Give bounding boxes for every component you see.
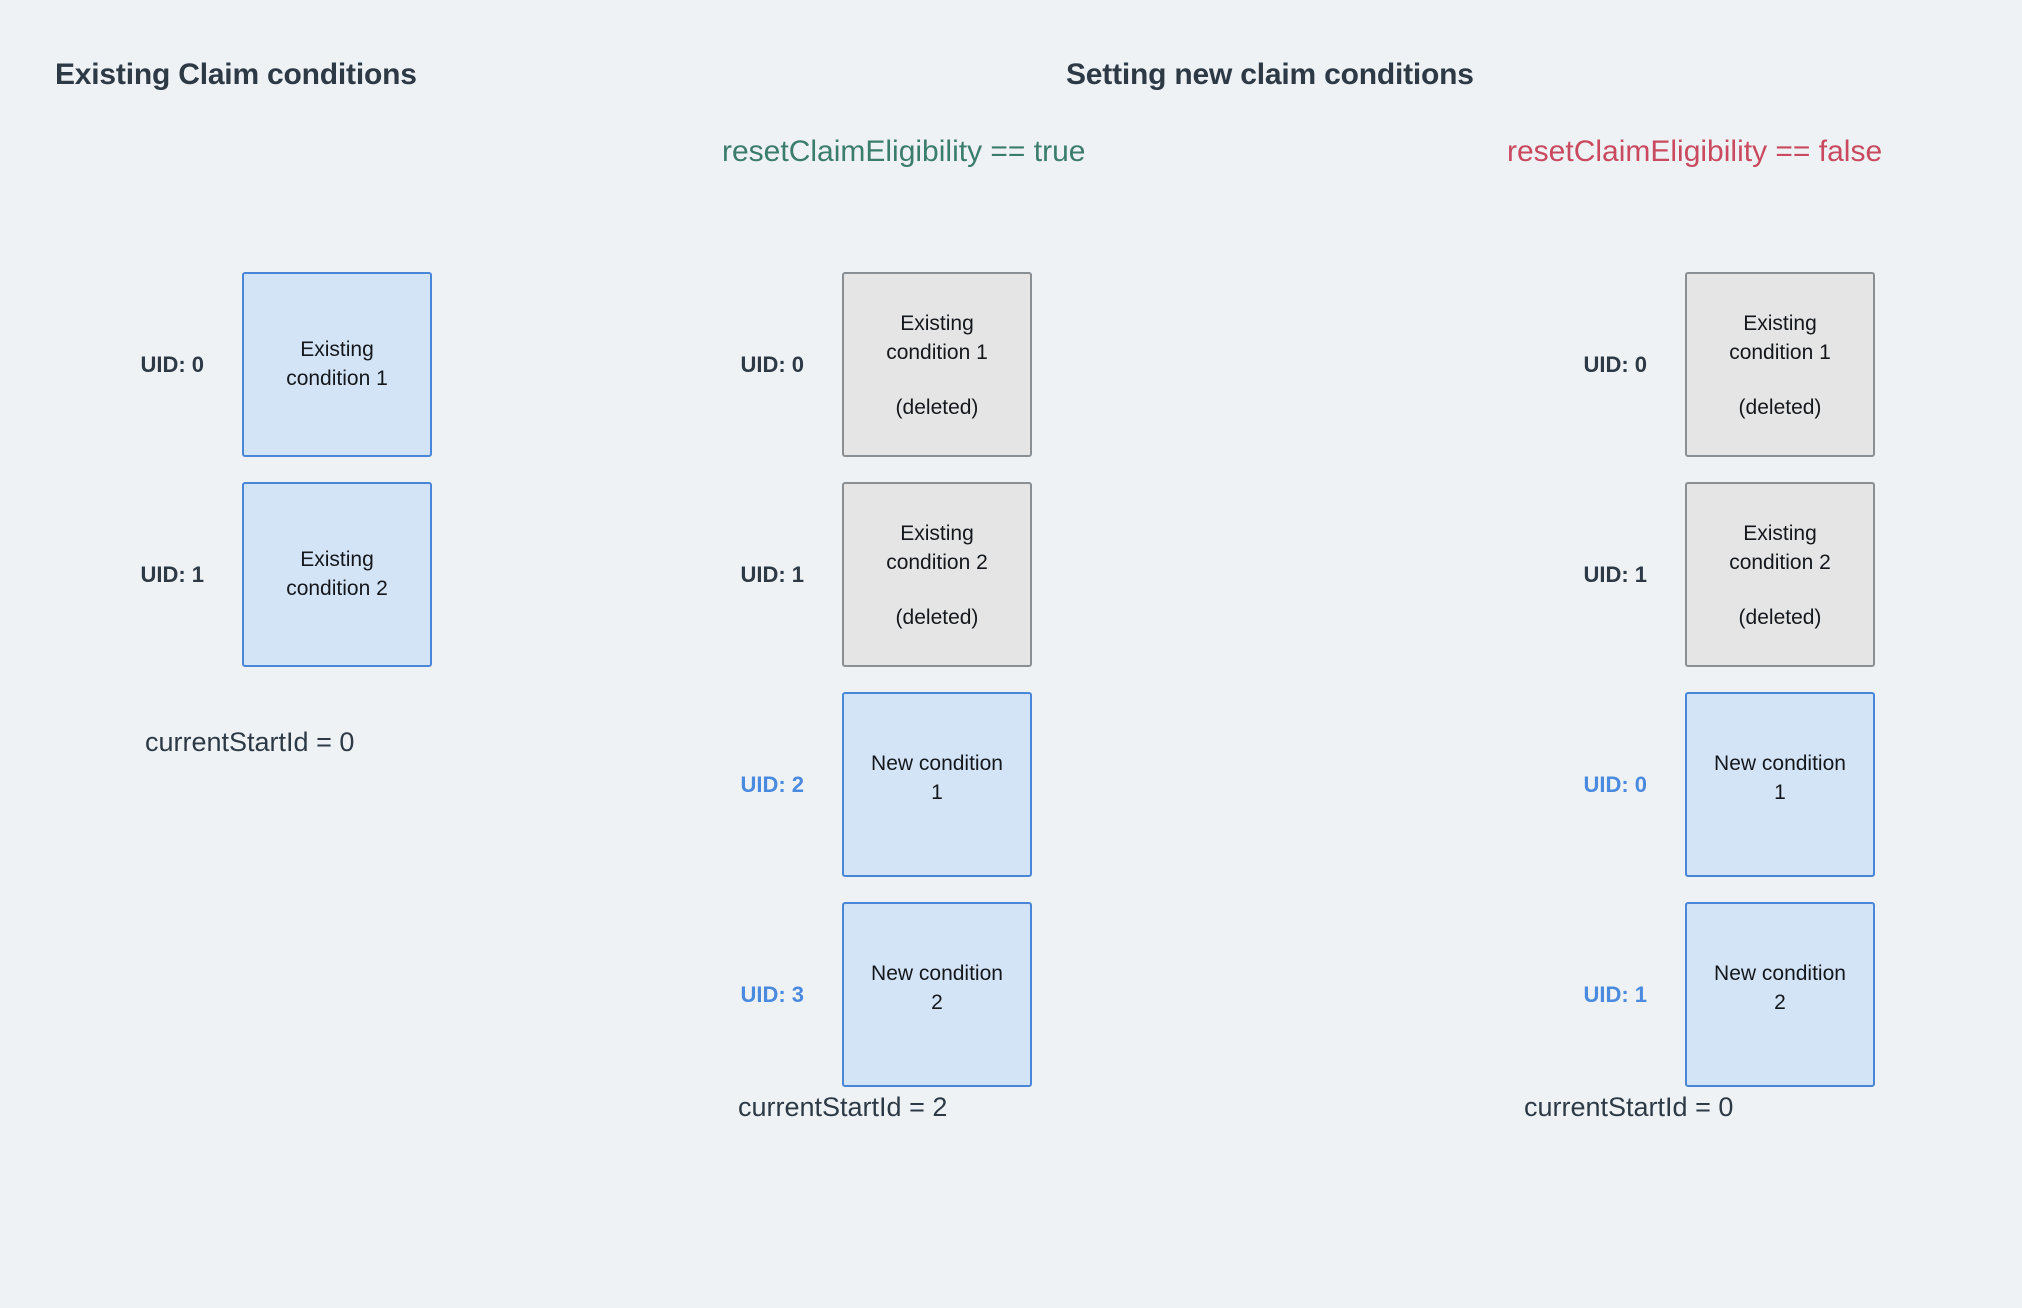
column-existing-conditions: UID: 0 Existing condition 1 UID: 1 Existing… <box>90 272 470 692</box>
condition-box: Existing condition 2 <box>242 482 432 667</box>
uid-label: UID: 0 <box>1583 771 1647 797</box>
condition-box-title: New condition 1 <box>1714 752 1846 804</box>
condition-box: New condition 2 <box>842 902 1032 1087</box>
condition-label-reset-true: resetClaimEligibility == true <box>722 135 1086 168</box>
condition-row: UID: 0 Existing condition 1 (deleted) <box>1533 272 1913 457</box>
footer-current-start-id-existing: currentStartId = 0 <box>145 727 355 757</box>
uid-label: UID: 3 <box>740 981 804 1007</box>
condition-label-reset-false: resetClaimEligibility == false <box>1507 135 1883 168</box>
condition-box: New condition 1 <box>842 692 1032 877</box>
condition-box: Existing condition 1 <box>242 272 432 457</box>
uid-label: UID: 0 <box>140 351 204 377</box>
footer-current-start-id-reset-true: currentStartId = 2 <box>738 1092 948 1122</box>
condition-box-title: New condition 2 <box>1714 962 1846 1014</box>
condition-row: UID: 0 Existing condition 1 <box>90 272 470 457</box>
condition-row: UID: 1 Existing condition 2 (deleted) <box>1533 482 1913 667</box>
condition-box-note: (deleted) <box>1738 395 1822 419</box>
condition-box-note: (deleted) <box>1738 605 1822 629</box>
uid-label: UID: 1 <box>740 561 804 587</box>
uid-label: UID: 2 <box>740 771 804 797</box>
uid-label: UID: 1 <box>1583 561 1647 587</box>
condition-box: Existing condition 1 (deleted) <box>1685 272 1875 457</box>
page-title-new: Setting new claim conditions <box>1066 58 1474 91</box>
condition-box-note: (deleted) <box>895 605 979 629</box>
uid-label: UID: 1 <box>1583 981 1647 1007</box>
condition-box-title: Existing condition 1 <box>286 337 388 390</box>
condition-box-title: Existing condition 2 <box>886 522 988 574</box>
condition-row: UID: 0 Existing condition 1 (deleted) <box>690 272 1070 457</box>
uid-label: UID: 0 <box>1583 351 1647 377</box>
condition-box: Existing condition 1 (deleted) <box>842 272 1032 457</box>
footer-current-start-id-reset-false: currentStartId = 0 <box>1524 1092 1734 1122</box>
condition-box: Existing condition 2 (deleted) <box>1685 482 1875 667</box>
condition-row: UID: 1 Existing condition 2 <box>90 482 470 667</box>
condition-row: UID: 3 New condition 2 <box>690 902 1070 1087</box>
condition-row: UID: 0 New condition 1 <box>1533 692 1913 877</box>
condition-box-title: Existing condition 2 <box>286 547 388 600</box>
condition-row: UID: 1 Existing condition 2 (deleted) <box>690 482 1070 667</box>
condition-box: Existing condition 2 (deleted) <box>842 482 1032 667</box>
page-title-existing: Existing Claim conditions <box>55 58 417 91</box>
uid-label: UID: 1 <box>140 561 204 587</box>
condition-row: UID: 2 New condition 1 <box>690 692 1070 877</box>
condition-box-note: (deleted) <box>895 395 979 419</box>
condition-box-title: Existing condition 1 <box>886 312 988 364</box>
uid-label: UID: 0 <box>740 351 804 377</box>
condition-box-title: Existing condition 1 <box>1729 312 1831 364</box>
condition-box-title: Existing condition 2 <box>1729 522 1831 574</box>
condition-row: UID: 1 New condition 2 <box>1533 902 1913 1087</box>
condition-box-title: New condition 1 <box>871 752 1003 804</box>
condition-box: New condition 2 <box>1685 902 1875 1087</box>
condition-box-title: New condition 2 <box>871 962 1003 1014</box>
condition-box: New condition 1 <box>1685 692 1875 877</box>
